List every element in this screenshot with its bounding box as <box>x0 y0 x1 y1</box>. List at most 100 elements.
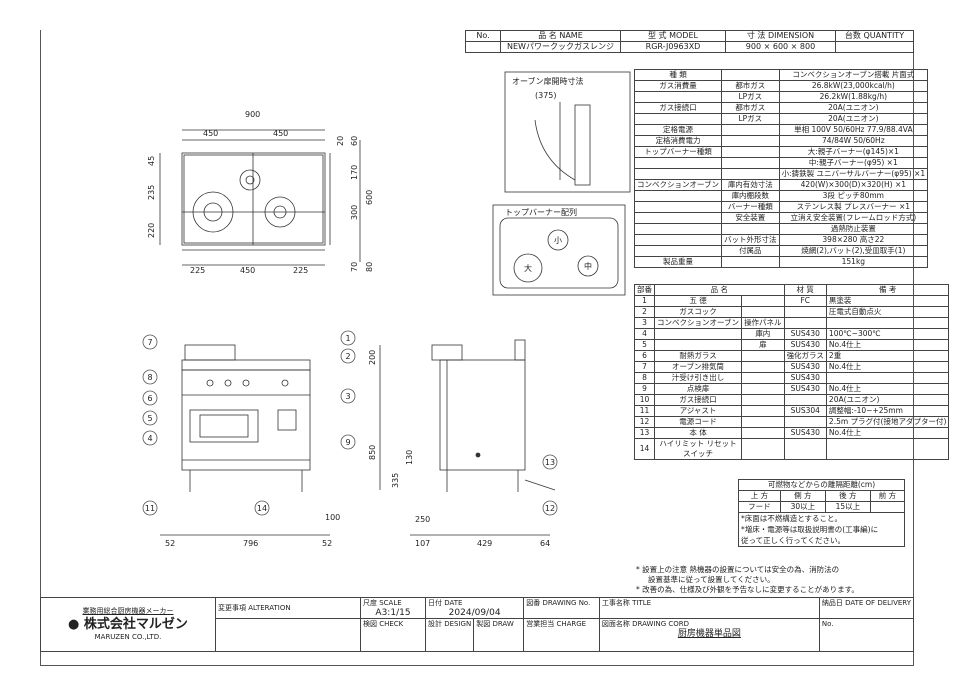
oven-door-inset <box>504 71 631 193</box>
date-label: 日付 DATE <box>428 599 463 607</box>
spec-cell <box>633 190 723 202</box>
callout-number: 7 <box>147 338 152 347</box>
note-line: * 改善の為、仕様及び外観を予告なしに変更することがあります。 <box>636 585 859 594</box>
callout-circle <box>142 500 158 516</box>
spec-cell: コンベクションオーブン <box>633 179 723 191</box>
callout-number: 12 <box>545 504 555 513</box>
callout-circle <box>340 434 356 450</box>
callout-number: 3 <box>345 392 350 401</box>
callout-circle <box>142 410 158 426</box>
company-logo: ● 株式会社マルゼン <box>68 617 188 632</box>
design-label: 設計 DESIGN <box>424 618 475 652</box>
spec-row: 定格電源単相 100V 50/60Hz 77.9/88.4VA <box>633 124 929 136</box>
dim-side-3: 429 <box>477 539 492 548</box>
callout-circle <box>340 348 356 364</box>
parts-cell <box>825 438 950 460</box>
dim-bottom-2: 450 <box>240 266 255 275</box>
dim-v1: 45 <box>147 156 156 166</box>
callout-number: 14 <box>257 504 267 513</box>
oven-dim: (375) <box>535 91 557 100</box>
burner-large: 大 <box>524 263 532 273</box>
parts-cell: SUS430 <box>783 372 827 384</box>
callout-number: 5 <box>147 414 152 423</box>
dim-top-width: 900 <box>245 110 260 119</box>
parts-cell: ハイリミット リセットスイッチ <box>653 438 743 460</box>
callout-circle <box>542 454 558 470</box>
front-view <box>160 344 381 536</box>
dim-r1: 20 <box>336 136 345 146</box>
callout-number: 9 <box>345 438 350 447</box>
dim-r6: 70 <box>350 262 359 272</box>
dim-side-4: 64 <box>540 539 550 548</box>
spec-row: バーナー種類ステンレス製 プレスバーナー ×1 <box>633 201 929 213</box>
draw-label: 製図 DRAW <box>473 618 525 652</box>
scale-label: 尺度 SCALE <box>363 599 402 607</box>
dim-bottom-3: 225 <box>293 266 308 275</box>
callout-number: 4 <box>147 434 152 443</box>
callout-circle <box>142 334 158 350</box>
callout-number: 6 <box>147 394 152 403</box>
company-en: MARUZEN CO.,LTD. <box>94 633 162 641</box>
spec-cell <box>633 201 723 213</box>
dim-v2: 235 <box>147 185 156 200</box>
clearance-note: 従って正しく行ってください。 <box>741 536 846 545</box>
dim-front-4: 100 <box>325 513 340 522</box>
burner-layout <box>492 204 626 296</box>
dim-top-right: 450 <box>273 129 288 138</box>
delivery-no-label: No. <box>818 618 915 652</box>
dim-side-h1: 335 <box>391 473 400 488</box>
dim-side-1: 250 <box>415 515 430 524</box>
spec-cell: 製品重量 <box>633 256 723 268</box>
clearance-note: *床面は不燃構造とすること。 <box>741 514 843 523</box>
top-view <box>159 129 361 266</box>
note-line: * 設置上の注意 熱機器の設置については安全の為、消防法の <box>636 565 840 574</box>
callout-number: 11 <box>145 504 155 513</box>
burner-layout-label: トップバーナー配列 <box>505 207 577 217</box>
spec-cell: ガス消費量 <box>633 80 723 92</box>
dim-front-1: 52 <box>165 539 175 548</box>
callout-circle <box>142 430 158 446</box>
spec-cell <box>633 157 723 169</box>
callout-number: 13 <box>545 458 555 467</box>
drawing-cord: 厨房機器単品図 <box>677 629 741 639</box>
burner-small: 小 <box>554 236 562 245</box>
callout-circle <box>340 388 356 404</box>
dim-r5: 600 <box>365 190 374 205</box>
dim-v3: 220 <box>147 223 156 238</box>
clearance-note: *増床・電源等は取扱説明書の(工事編)に <box>741 525 879 534</box>
callout-number: 2 <box>345 352 350 361</box>
callout-circle <box>254 500 270 516</box>
note-line: 設置基準に従って設置してください。 <box>648 575 775 584</box>
dim-side-2: 107 <box>415 539 430 548</box>
dim-r7: 80 <box>365 262 374 272</box>
dim-front-h1: 200 <box>368 350 377 365</box>
spec-row: 製品重量 151kg <box>633 256 929 268</box>
callout-number: 1 <box>345 334 350 343</box>
spec-row: 安全装置立消え安全装置(フレームロッド方式) <box>633 212 929 224</box>
callout-circle <box>340 330 356 346</box>
dimension: 900 × 600 × 800 <box>725 41 836 53</box>
dim-front-3: 52 <box>322 539 332 548</box>
spec-cell: ガス接続口 <box>633 102 723 114</box>
dim-top-left: 450 <box>203 129 218 138</box>
dim-front-h2: 850 <box>368 445 377 460</box>
charge-label: 営業担当 CHARGE <box>523 618 600 652</box>
check-label: 検図 CHECK <box>360 618 426 652</box>
oven-label: オーブン扉開時寸法 <box>512 76 584 86</box>
drawing-cord-label: 図面名称 DRAWING CORD <box>601 620 690 628</box>
spec-cell: 151kg <box>778 256 929 268</box>
spec-row: トップバーナー種類大:親子バーナー(φ145)×1 <box>633 146 929 158</box>
